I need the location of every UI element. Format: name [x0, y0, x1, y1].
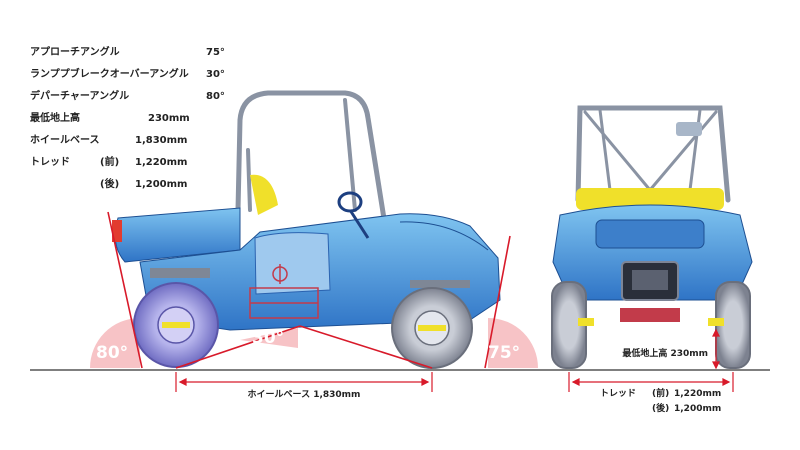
- roll-cage: [235, 90, 388, 228]
- spec-wheelbase: ホイールベース 1,830mm: [30, 130, 230, 152]
- tread-front-value: 1,220mm: [674, 389, 721, 399]
- spec-label: アプローチアングル: [30, 47, 120, 58]
- spec-departure-angle: デパーチャーアングル 80°: [30, 86, 230, 108]
- spec-label: デパーチャーアングル: [30, 91, 130, 102]
- spec-approach-angle: アプローチアングル 75°: [30, 42, 230, 64]
- tread-rear-sub: (後): [652, 402, 669, 414]
- spec-value: 75°: [206, 47, 225, 58]
- front-wheel: [391, 287, 473, 369]
- front-hood: [595, 219, 705, 249]
- breakover-angle-fill: [240, 328, 298, 348]
- frame-detail: [249, 264, 319, 319]
- spec-label: ホイールベース: [30, 135, 100, 146]
- departure-angle-fill: [90, 318, 140, 368]
- clearance-label: 最低地上高 230mm: [622, 347, 708, 359]
- spec-ground-clearance: 最低地上高 230mm: [30, 108, 230, 130]
- rear-wheel: [133, 282, 219, 368]
- mirror: [676, 122, 702, 136]
- seat-base: [254, 232, 331, 295]
- clearance-marker: [712, 328, 720, 370]
- wheelbase-label: ホイールベース 1,830mm: [248, 389, 361, 400]
- spec-value: 30°: [206, 69, 225, 80]
- front-left-wheel: [551, 281, 594, 369]
- spec-value: 230mm: [148, 113, 190, 124]
- tread-label: トレッド: [600, 388, 636, 399]
- approach-angle-fill: [488, 318, 538, 368]
- tread-dimension: [568, 372, 734, 392]
- spec-label: 最低地上高: [30, 113, 80, 124]
- tread-front-sub: (前): [652, 387, 669, 399]
- front-skid: [620, 308, 680, 322]
- spec-tread-front: トレッド (前) 1,220mm: [30, 152, 230, 174]
- spec-value: 1,830mm: [135, 135, 188, 146]
- angle-lines: [107, 211, 511, 369]
- front-suspension: [410, 280, 470, 288]
- spec-label: ランププブレークオーバーアングル: [30, 69, 189, 80]
- spec-breakover-angle: ランププブレークオーバーアングル 30°: [30, 64, 230, 86]
- approach-angle-label: 75°: [488, 343, 520, 363]
- wheelbase-dimension: [175, 372, 433, 392]
- spec-list: アプローチアングル 75° ランププブレークオーバーアングル 30° デパーチャ…: [30, 42, 230, 196]
- steering-wheel: [337, 191, 363, 213]
- headlight: [632, 270, 668, 290]
- spec-label: トレッド: [30, 157, 70, 168]
- tread-rear-value: 1,200mm: [674, 404, 721, 414]
- spec-tread-rear: (後) 1,200mm: [30, 174, 230, 196]
- front-roll-cage: [575, 105, 731, 203]
- front-right-wheel: [708, 281, 751, 369]
- hood-line: [399, 221, 489, 251]
- tail-light: [112, 220, 122, 242]
- breakover-angle-label: 30°: [252, 328, 284, 348]
- spec-value: 1,200mm: [135, 179, 188, 190]
- spec-value: 80°: [206, 91, 225, 102]
- steering-column: [348, 209, 370, 239]
- spec-value: 1,220mm: [135, 157, 188, 168]
- spec-sub: (後): [100, 179, 120, 190]
- spec-sub: (前): [100, 157, 120, 168]
- front-seats: [576, 188, 724, 210]
- departure-angle-label: 80°: [96, 343, 128, 363]
- rear-suspension: [150, 268, 210, 278]
- seat: [250, 174, 278, 215]
